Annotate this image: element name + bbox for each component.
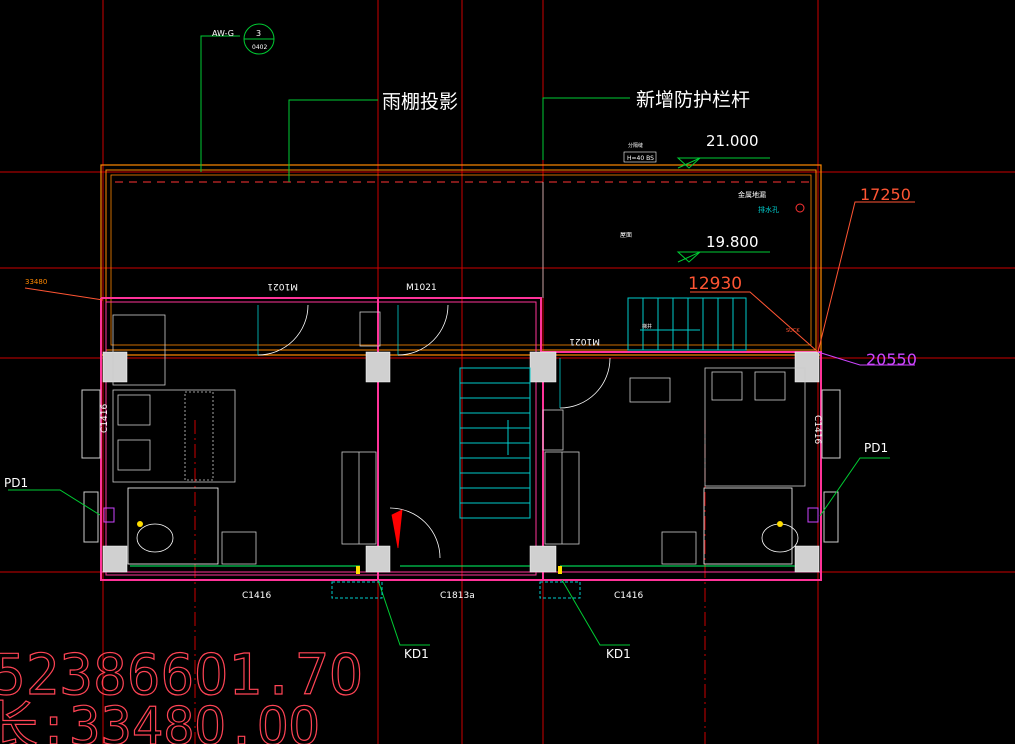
kd-right-tag: KD1 — [606, 647, 631, 661]
metal-drain-label: 金属地漏 — [738, 190, 766, 199]
window-label-c4: C1416 — [100, 404, 110, 433]
stair — [459, 297, 747, 519]
parapet-outline — [100, 164, 822, 356]
pd-left-tag: PD1 — [4, 476, 28, 490]
leader-lines — [8, 35, 890, 646]
top-tiny-label: 分隔缝 — [628, 142, 643, 149]
section-callout: AW-G 3 0402 — [212, 23, 275, 55]
dimension-20550: 20550 — [866, 350, 917, 369]
callout-ref: AW-G — [212, 29, 234, 38]
dimension-12930: 12930 — [688, 274, 742, 294]
pd-right-tag: PD1 — [864, 441, 888, 455]
stair-tiny-label: 梯井 — [642, 323, 652, 330]
window-label-c1: C1416 — [242, 591, 271, 601]
door-label-m1: M1021 — [267, 281, 298, 291]
dimension-17250: 17250 — [860, 185, 911, 204]
new-guardrail-label: 新增防护栏杆 — [636, 89, 750, 111]
window-label-c5: C1416 — [812, 415, 822, 444]
building-walls — [100, 297, 822, 581]
door-label-m2: M1021 — [406, 283, 437, 293]
roof-label: 屋面 — [620, 232, 632, 239]
door-label-m3: M1021 — [569, 336, 600, 346]
columns — [102, 351, 820, 573]
tiny-box-label: H=40 BS — [627, 155, 654, 162]
coordinate-line-1: 523866O1.7O — [0, 643, 363, 708]
drain-hole-label: 排水孔 — [758, 205, 779, 214]
drain-icon — [795, 203, 805, 213]
dimension-leaders — [24, 201, 915, 366]
dimension-33480: 33480 — [25, 278, 47, 286]
tiny-label-box — [623, 151, 657, 163]
elevation-middle: 19.800 — [706, 233, 759, 251]
window-label-c2: C1416 — [614, 591, 643, 601]
yellow-markers — [137, 521, 783, 574]
elevation-top: 21.000 — [706, 132, 759, 150]
coordinate-line-2: 长:3348O.OO — [0, 697, 320, 744]
right-tiny-label: SUCK — [786, 328, 800, 334]
furniture — [112, 311, 806, 565]
windows — [81, 389, 841, 567]
kd-left-tag: KD1 — [404, 647, 429, 661]
kd-markers — [103, 507, 819, 599]
window-label-c3: C1813a — [440, 591, 475, 601]
callout-number: 3 — [256, 29, 261, 38]
canopy-projection-label: 雨棚投影 — [382, 91, 458, 113]
door-swings — [257, 304, 611, 559]
callout-sheet: 0402 — [252, 44, 267, 51]
